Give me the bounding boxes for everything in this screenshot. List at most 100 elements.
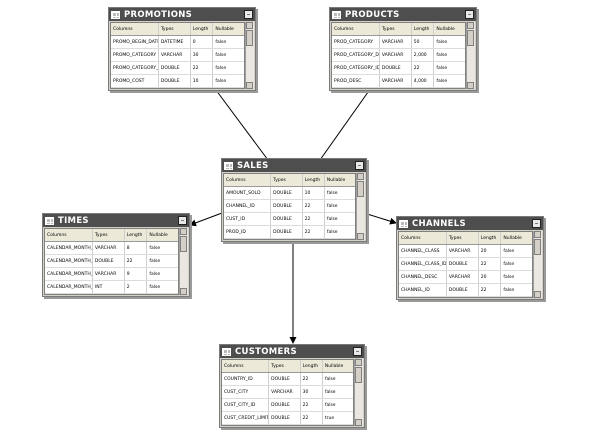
collapse-icon[interactable]: – <box>465 10 474 19</box>
table-row[interactable]: CHANNEL_CLASS_ID DOUBLE 22 false <box>399 258 532 271</box>
table-title-bar[interactable]: SALES – <box>222 159 366 172</box>
grid-header-row: Columns Types Length Nullable <box>45 229 178 242</box>
column-grid: Columns Types Length Nullable PROMO_BEGI… <box>110 22 245 89</box>
table-row[interactable]: AMOUNT_SOLD DOUBLE 10 false <box>224 187 355 200</box>
header-length[interactable]: Length <box>479 232 502 244</box>
table-row[interactable]: PROD_ID DOUBLE 22 false <box>224 226 355 239</box>
cell-column: PROD_ID <box>224 226 272 238</box>
header-columns[interactable]: Columns <box>332 23 380 35</box>
table-times[interactable]: TIMES – Columns Types Length Nullable CA… <box>42 213 190 297</box>
cell-length: 10 <box>191 75 214 87</box>
cell-type: DOUBLE <box>269 412 301 424</box>
table-row[interactable]: CUST_CITY_ID DOUBLE 22 false <box>222 399 353 412</box>
header-length[interactable]: Length <box>303 174 325 186</box>
vertical-scrollbar[interactable] <box>245 22 254 89</box>
table-row[interactable]: PROMO_CATEGORY VARCHAR 30 false <box>111 49 244 62</box>
table-title-bar[interactable]: PROMOTIONS – <box>109 8 255 21</box>
header-length[interactable]: Length <box>191 23 214 35</box>
cell-column: PROMO_BEGIN_DATE <box>111 36 159 48</box>
cell-nullable: false <box>436 65 448 71</box>
vertical-scrollbar[interactable] <box>356 173 365 240</box>
header-nullable[interactable]: Nullable <box>215 26 234 32</box>
cell-type: DOUBLE <box>159 75 191 87</box>
table-row[interactable]: PROMO_CATEGORY_ID DOUBLE 22 false <box>111 62 244 75</box>
collapse-icon[interactable]: – <box>353 347 362 356</box>
table-row[interactable]: CALENDAR_MONTH_... VARCHAR 8 false <box>45 242 178 255</box>
connector-sales-products <box>319 77 379 161</box>
table-row[interactable]: CHANNEL_ID DOUBLE 22 false <box>224 200 355 213</box>
cell-length: 22 <box>191 62 214 74</box>
cell-column: AMOUNT_SOLD <box>224 187 272 199</box>
table-row[interactable]: CALENDAR_MONTH_... VARCHAR 9 false <box>45 268 178 281</box>
table-customers[interactable]: CUSTOMERS – Columns Types Length Nullabl… <box>219 344 365 428</box>
cell-nullable: false <box>215 52 227 58</box>
table-row[interactable]: PROD_CATEGORY_ID DOUBLE 22 false <box>332 62 465 75</box>
table-row[interactable]: CUST_CITY VARCHAR 30 false <box>222 386 353 399</box>
cell-type: VARCHAR <box>159 49 191 61</box>
table-title-bar[interactable]: CHANNELS – <box>397 217 543 230</box>
cell-column: CALENDAR_MONTH_... <box>45 242 93 254</box>
header-nullable[interactable]: Nullable <box>436 26 455 32</box>
header-columns[interactable]: Columns <box>111 23 159 35</box>
header-nullable[interactable]: Nullable <box>503 235 522 241</box>
cell-type: DOUBLE <box>447 258 479 270</box>
cell-type: DOUBLE <box>447 284 479 296</box>
cell-nullable: false <box>436 52 448 58</box>
table-title-bar[interactable]: CUSTOMERS – <box>220 345 364 358</box>
header-nullable[interactable]: Nullable <box>326 177 346 183</box>
table-title-bar[interactable]: PRODUCTS – <box>330 8 476 21</box>
table-title-bar[interactable]: TIMES – <box>43 214 189 227</box>
cell-nullable: false <box>436 78 448 84</box>
table-row[interactable]: CUST_CREDIT_LIMIT DOUBLE 22 true <box>222 412 353 425</box>
header-length[interactable]: Length <box>301 360 323 372</box>
header-types[interactable]: Types <box>271 174 303 186</box>
cell-column: PROMO_CATEGORY <box>111 49 159 61</box>
cell-type: DOUBLE <box>271 213 303 225</box>
vertical-scrollbar[interactable] <box>533 231 542 298</box>
table-promotions[interactable]: PROMOTIONS – Columns Types Length Nullab… <box>108 7 256 91</box>
header-columns[interactable]: Columns <box>399 232 447 244</box>
table-row[interactable]: PROD_CATEGORY_DE... VARCHAR 2,000 false <box>332 49 465 62</box>
table-row[interactable]: PROD_DESC VARCHAR 4,000 false <box>332 75 465 88</box>
cell-length: 22 <box>301 399 323 411</box>
collapse-icon[interactable]: – <box>244 10 253 19</box>
table-row[interactable]: CALENDAR_MONTH_ID DOUBLE 22 false <box>45 255 178 268</box>
table-row[interactable]: CALENDAR_MONTH_... INT 2 false <box>45 281 178 294</box>
cell-length: 22 <box>125 255 148 267</box>
header-nullable[interactable]: Nullable <box>149 232 168 238</box>
collapse-icon[interactable]: – <box>532 219 541 228</box>
vertical-scrollbar[interactable] <box>179 228 188 295</box>
table-row[interactable]: CHANNEL_CLASS VARCHAR 20 false <box>399 245 532 258</box>
header-types[interactable]: Types <box>447 232 479 244</box>
cell-type: DOUBLE <box>271 226 303 238</box>
header-types[interactable]: Types <box>93 229 125 241</box>
header-columns[interactable]: Columns <box>222 360 270 372</box>
vertical-scrollbar[interactable] <box>354 359 363 426</box>
cell-type: DATETIME <box>159 36 191 48</box>
table-row[interactable]: PROMO_COST DOUBLE 10 false <box>111 75 244 88</box>
collapse-icon[interactable]: – <box>178 216 187 225</box>
header-length[interactable]: Length <box>125 229 148 241</box>
header-types[interactable]: Types <box>159 23 191 35</box>
collapse-icon[interactable]: – <box>355 161 364 170</box>
cell-type: VARCHAR <box>269 386 301 398</box>
header-types[interactable]: Types <box>380 23 412 35</box>
table-row[interactable]: PROD_CATEGORY VARCHAR 50 false <box>332 36 465 49</box>
header-length[interactable]: Length <box>412 23 435 35</box>
cell-length: 22 <box>301 373 323 385</box>
table-row[interactable]: CHANNEL_DESC VARCHAR 20 false <box>399 271 532 284</box>
header-types[interactable]: Types <box>269 360 301 372</box>
table-row[interactable]: CHANNEL_ID DOUBLE 22 false <box>399 284 532 297</box>
table-products[interactable]: PRODUCTS – Columns Types Length Nullable… <box>329 7 477 91</box>
header-columns[interactable]: Columns <box>224 174 272 186</box>
vertical-scrollbar[interactable] <box>466 22 475 89</box>
table-sales[interactable]: SALES – Columns Types Length Nullable AM… <box>221 158 367 242</box>
cell-nullable: false <box>503 261 515 267</box>
table-row[interactable]: CUST_ID DOUBLE 22 false <box>224 213 355 226</box>
header-nullable[interactable]: Nullable <box>324 363 344 369</box>
table-row[interactable]: COUNTRY_ID DOUBLE 22 false <box>222 373 353 386</box>
table-channels[interactable]: CHANNELS – Columns Types Length Nullable… <box>396 216 544 300</box>
table-row[interactable]: PROMO_BEGIN_DATE DATETIME 0 false <box>111 36 244 49</box>
header-columns[interactable]: Columns <box>45 229 93 241</box>
